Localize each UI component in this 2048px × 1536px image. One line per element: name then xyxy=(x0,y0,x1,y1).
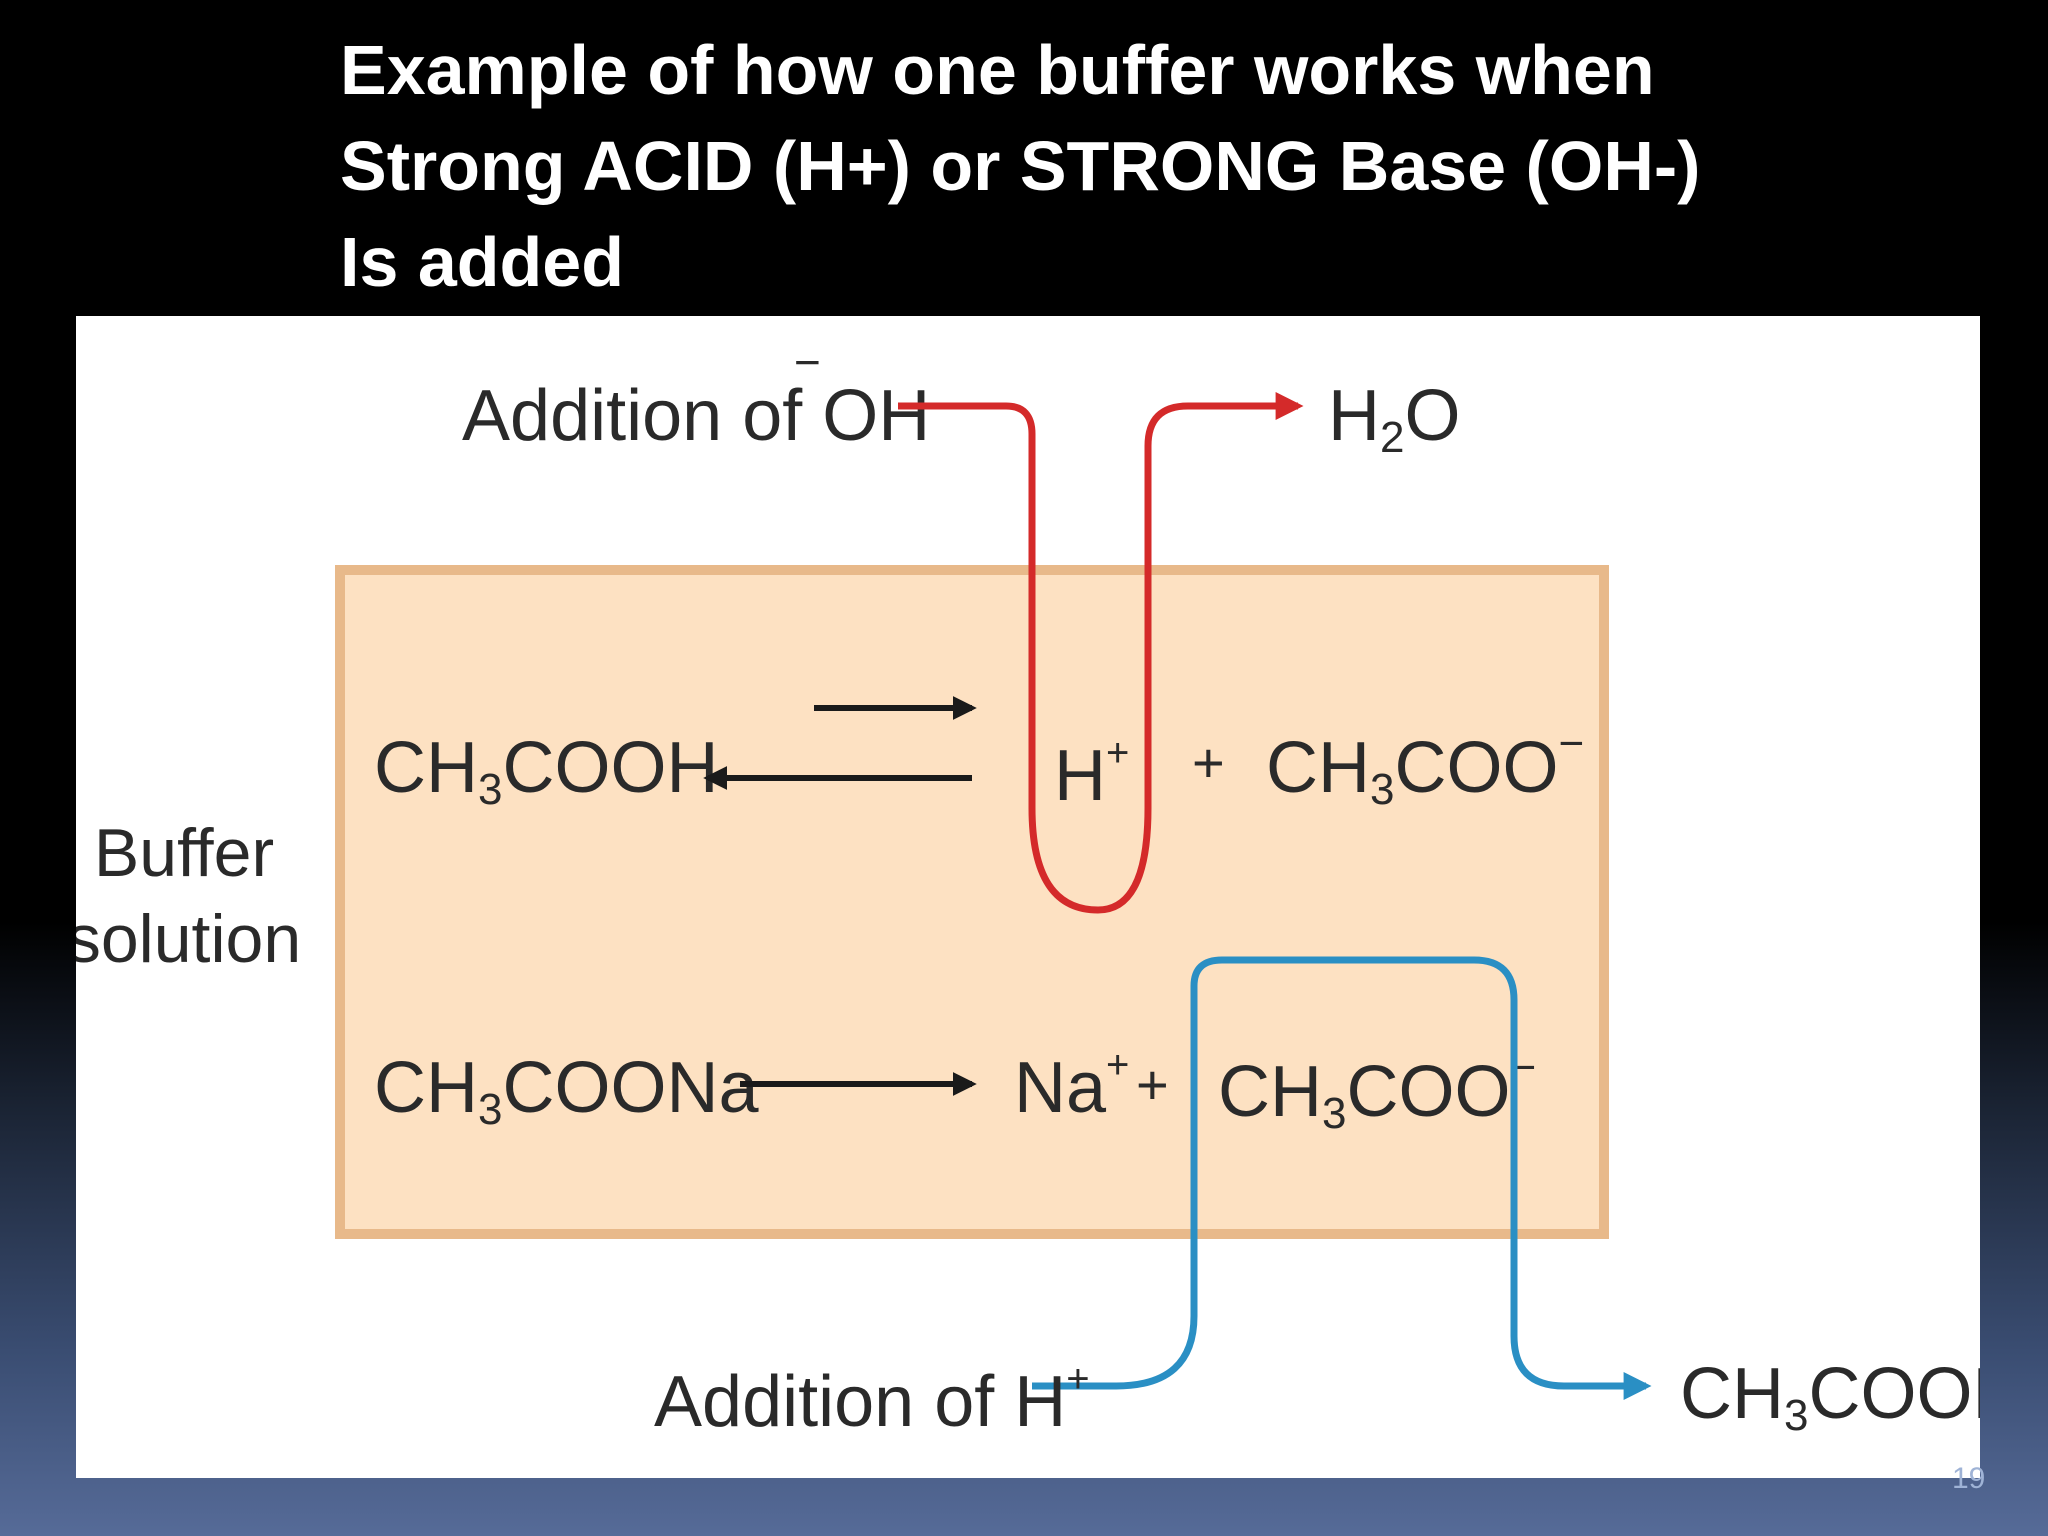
acid-eq-plus: + xyxy=(1192,731,1225,794)
salt-eq-reactant: CH3COONa xyxy=(374,1048,759,1134)
water-label: H2O xyxy=(1328,376,1461,462)
slide-title-line-3: Is added xyxy=(340,223,624,301)
slide-title-line-1: Example of how one buffer works when xyxy=(340,31,1655,109)
h-reaction-path xyxy=(1032,956,1652,1400)
buffer-diagram: Buffer solution Addition of OH − H2O CH3… xyxy=(76,336,1980,1442)
acid-eq-proton: H+ xyxy=(1054,731,1129,816)
buffer-label-line-2: solution xyxy=(76,901,301,977)
acid-product: CH3COOH xyxy=(1680,1354,1980,1440)
oh-addition-label: Addition of OH xyxy=(462,376,930,456)
oh-reaction-path xyxy=(898,392,1304,914)
slide-title: Example of how one buffer works when Str… xyxy=(340,22,1980,310)
acid-eq-reactant: CH3COOH xyxy=(374,728,718,814)
diagram-panel: Buffer solution Addition of OH − H2O CH3… xyxy=(76,316,1980,1478)
salt-eq-cation: Na+ xyxy=(1014,1043,1129,1128)
page-number: 19 xyxy=(1952,1462,1986,1495)
buffer-label-line-1: Buffer xyxy=(94,815,274,891)
buffer-solution-box xyxy=(335,565,1609,1239)
salt-eq-anion: CH3COO− xyxy=(1218,1043,1536,1138)
salt-eq-plus: + xyxy=(1136,1053,1169,1116)
h-addition-label: Addition of H+ xyxy=(654,1357,1090,1442)
oh-charge: − xyxy=(794,336,821,388)
acid-eq-anion: CH3COO− xyxy=(1266,719,1584,814)
slide-title-line-2: Strong ACID (H+) or STRONG Base (OH-) xyxy=(340,127,1701,205)
